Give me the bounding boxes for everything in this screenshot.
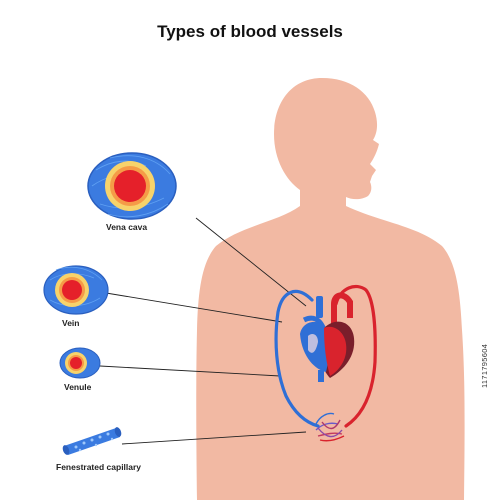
leader-line-capillary bbox=[121, 431, 307, 445]
vein-loop bbox=[274, 289, 320, 428]
leader-line-vena-cava bbox=[195, 217, 307, 307]
label-venule: Venule bbox=[64, 382, 92, 392]
label-vena-cava: Vena cava bbox=[106, 222, 148, 232]
stock-image-id: 1171795604 bbox=[480, 343, 489, 388]
label-vein: Vein bbox=[62, 318, 80, 328]
vein-cross-section bbox=[43, 265, 109, 315]
vena-cava-cross-section bbox=[87, 152, 177, 220]
artery-loop bbox=[334, 284, 377, 428]
capillary-tube bbox=[62, 427, 122, 455]
leader-line-vein bbox=[99, 291, 283, 323]
leader-lines bbox=[99, 217, 307, 445]
aortic-arch bbox=[331, 292, 353, 334]
capillary-bed bbox=[315, 412, 345, 442]
heart bbox=[300, 292, 355, 382]
label-fenestrated-capillary: Fenestrated capillary bbox=[56, 462, 142, 472]
left-ventricle bbox=[324, 326, 347, 376]
venule-cross-section bbox=[59, 347, 101, 379]
superior-vena-cava bbox=[316, 296, 323, 318]
circulation-vessels bbox=[274, 284, 377, 428]
heart-chamber-detail bbox=[308, 334, 318, 353]
head-and-neck bbox=[274, 78, 379, 214]
diagram-title: Types of blood vessels bbox=[157, 22, 343, 41]
inferior-vena-cava bbox=[318, 370, 324, 382]
leader-line-venule bbox=[99, 365, 281, 377]
